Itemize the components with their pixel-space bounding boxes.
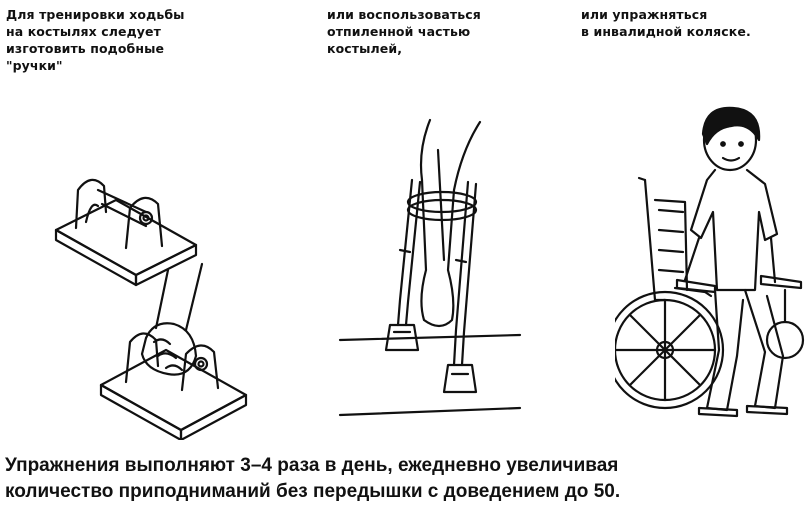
sawn-crutches-illustration bbox=[338, 118, 522, 417]
exercise-instruction: Упражнения выполняют 3–4 раза в день, еж… bbox=[5, 455, 621, 502]
caption-handles: Для тренировки ходьбы на костылях следуе… bbox=[6, 7, 185, 73]
push-up-handles-illustration bbox=[54, 178, 248, 440]
caption-wheelchair: или упражняться в инвалидной коляске. bbox=[581, 7, 751, 39]
caption-crutches: или воспользоваться отпиленной частью ко… bbox=[327, 7, 481, 56]
wheelchair-illustration bbox=[615, 106, 805, 418]
